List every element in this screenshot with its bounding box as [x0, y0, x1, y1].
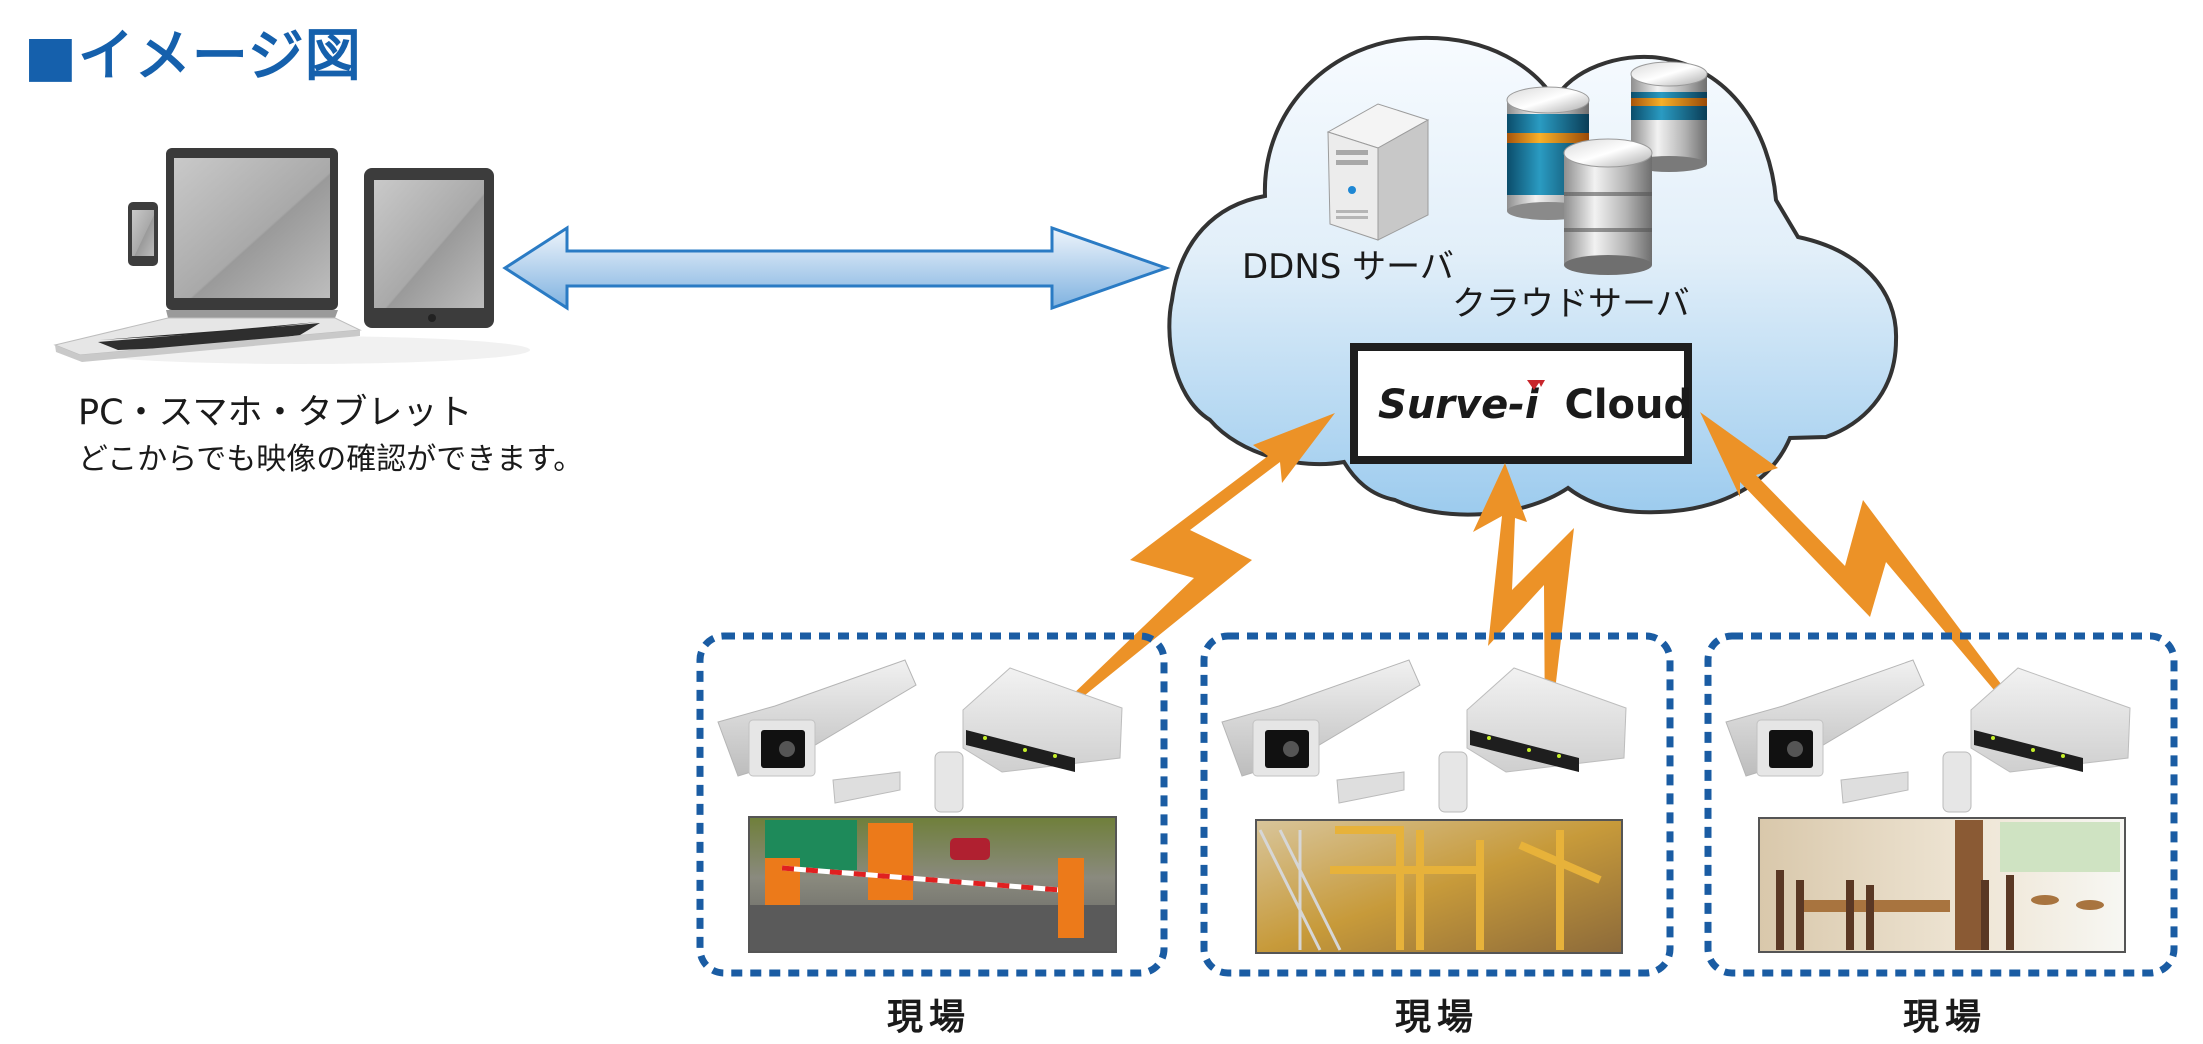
site-1-devices — [717, 659, 1123, 813]
security-camera-icon — [717, 659, 964, 813]
double-arrow-icon — [502, 225, 1171, 311]
site-3 — [1704, 632, 2178, 977]
laptop-icon — [53, 148, 362, 362]
tablet-icon — [364, 168, 494, 328]
svg-text:Surve-i Cloud: Surve-i Cloud — [1378, 382, 1692, 428]
client-devices-label: PC・スマホ・タブレット — [78, 393, 473, 433]
client-devices — [53, 148, 530, 364]
cloud-server-label: クラウドサーバ — [1452, 284, 1690, 324]
router-icon — [1970, 667, 2131, 773]
site-border — [1200, 632, 1674, 977]
server-tower-icon — [1326, 103, 1430, 241]
security-camera-icon — [1725, 659, 1972, 813]
logo-suffix-text: Cloud — [1564, 382, 1692, 428]
surve-i-cloud-logo: Surve-i Cloud — [1350, 343, 1692, 464]
site-border — [1704, 632, 2178, 977]
logo-brand-text: Surve-i — [1378, 382, 1540, 428]
parking-gate-photo — [748, 816, 1117, 953]
security-camera-icon — [1221, 659, 1468, 813]
wireless-lightning-icon — [1044, 412, 2052, 754]
router-icon — [1466, 667, 1627, 773]
logo-accent-mark — [1527, 380, 1545, 390]
page-title: ■イメージ図 — [24, 24, 362, 89]
router-icon — [962, 667, 1123, 773]
lightning-bolt-3 — [1700, 412, 2052, 754]
client-devices-description: どこからでも映像の確認ができます。 — [78, 442, 584, 477]
lightning-bolt-2 — [1473, 463, 1574, 742]
lightning-bolt-1 — [1044, 413, 1335, 725]
database-stack-icon — [1506, 61, 1708, 275]
cafe-interior-photo — [1758, 817, 2126, 953]
site-border — [696, 632, 1168, 977]
site-3-devices — [1725, 659, 2131, 813]
site-1 — [696, 632, 1168, 977]
site-2-devices — [1221, 659, 1627, 813]
site-2-label: 現場 — [1394, 997, 1480, 1038]
smartphone-icon — [128, 202, 158, 266]
site-1-label: 現場 — [886, 997, 972, 1038]
construction-site-photo — [1255, 819, 1623, 954]
ddns-server-label: DDNS サーバ — [1242, 247, 1454, 287]
site-3-label: 現場 — [1902, 997, 1988, 1038]
site-2 — [1200, 632, 1674, 977]
